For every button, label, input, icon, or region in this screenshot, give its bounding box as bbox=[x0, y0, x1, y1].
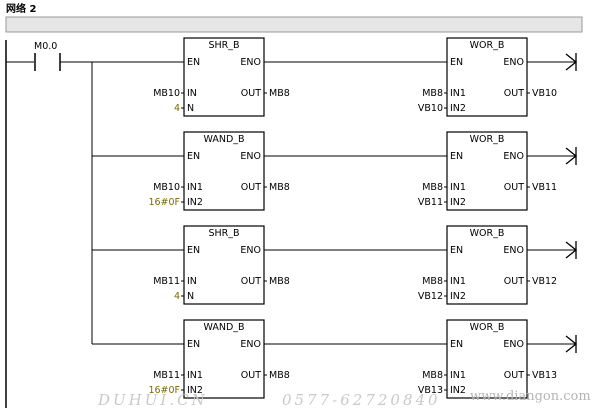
rung1-left-in1-label: IN bbox=[187, 88, 197, 99]
rung1-right-in2-operand: VB10 bbox=[418, 103, 443, 114]
rung2-left-out-operand: MB8 bbox=[269, 182, 290, 193]
rung2-right-in1-label: IN1 bbox=[450, 182, 466, 193]
rung2-right-out-operand: VB11 bbox=[532, 182, 557, 193]
rung2-right-in2-label: IN2 bbox=[450, 197, 466, 208]
rung1-left-instruction-name: SHR_B bbox=[208, 40, 239, 51]
rung4-right-out-label: OUT bbox=[504, 370, 524, 381]
rung2-left-en-label: EN bbox=[187, 151, 200, 162]
rung4-left-instruction-name: WAND_B bbox=[203, 322, 244, 333]
rung4-right-in2-operand: VB13 bbox=[418, 385, 443, 396]
rung3-right-in1-operand: MB8 bbox=[422, 276, 443, 287]
rung1-right-in1-operand: MB8 bbox=[422, 88, 443, 99]
rung2-left-instruction-name: WAND_B bbox=[203, 134, 244, 145]
rung3-right-in2-operand: VB12 bbox=[418, 291, 443, 302]
rung3-right-instruction-name: WOR_B bbox=[470, 228, 505, 239]
rung2-left-in1-operand: MB10 bbox=[153, 182, 180, 193]
rung4-right-in1-operand: MB8 bbox=[422, 370, 443, 381]
rung3-right-in1-label: IN1 bbox=[450, 276, 466, 287]
rung4-right-in1-label: IN1 bbox=[450, 370, 466, 381]
rung4-left-out-label: OUT bbox=[241, 370, 261, 381]
rung1-right-en-label: EN bbox=[450, 57, 463, 68]
rung3-right-eno-label: ENO bbox=[503, 245, 524, 256]
rung3-left-in1-label: IN bbox=[187, 276, 197, 287]
rung2-right-eno-label: ENO bbox=[503, 151, 524, 162]
rung3-left-eno-label: ENO bbox=[240, 245, 261, 256]
watermark-left: DUHUI.CN bbox=[97, 391, 208, 408]
rung4-left-eno-label: ENO bbox=[240, 339, 261, 350]
rung1-right-out-operand: VB10 bbox=[532, 88, 557, 99]
rung1-left-out-label: OUT bbox=[241, 88, 261, 99]
rung3-left-en-label: EN bbox=[187, 245, 200, 256]
rung2-right-box-frame bbox=[446, 131, 528, 211]
rung2-right-en-label: EN bbox=[450, 151, 463, 162]
rung4-left-in1-label: IN1 bbox=[187, 370, 203, 381]
rung3-left-in2-label: N bbox=[187, 291, 194, 302]
rung3-right-box-frame bbox=[446, 225, 528, 305]
rung1-left-in1-operand: MB10 bbox=[153, 88, 180, 99]
rung2-left-out-label: OUT bbox=[241, 182, 261, 193]
rung4-right-eno-label: ENO bbox=[503, 339, 524, 350]
rung2-right-in1-operand: MB8 bbox=[422, 182, 443, 193]
rung1-left-in2-label: N bbox=[187, 103, 194, 114]
rung2-right-in2-operand: VB11 bbox=[418, 197, 443, 208]
rung1-left-out-operand: MB8 bbox=[269, 88, 290, 99]
rung2-right-out-label: OUT bbox=[504, 182, 524, 193]
rung4-left-en-label: EN bbox=[187, 339, 200, 350]
rung2-left-box-frame bbox=[183, 131, 265, 211]
rung1-left-eno-label: ENO bbox=[240, 57, 261, 68]
rung3-left-in2-operand: 4 bbox=[174, 291, 180, 302]
rung4-right-in2-label: IN2 bbox=[450, 385, 466, 396]
rung4-right-en-label: EN bbox=[450, 339, 463, 350]
rung2-left-eno-label: ENO bbox=[240, 151, 261, 162]
rung3-left-box-frame bbox=[183, 225, 265, 305]
watermark-site: www.diangon.com bbox=[470, 389, 591, 404]
network-title: 网络 2 bbox=[6, 2, 36, 15]
rung3-left-in1-operand: MB11 bbox=[153, 276, 180, 287]
rung1-right-in2-label: IN2 bbox=[450, 103, 466, 114]
rung2-left-in2-operand: 16#0F bbox=[148, 197, 180, 208]
rung4-left-in2-label: IN2 bbox=[187, 385, 203, 396]
contact-address: M0.0 bbox=[34, 41, 57, 52]
watermark-phone: 0577-62720840 bbox=[282, 391, 441, 408]
rung1-left-en-label: EN bbox=[187, 57, 200, 68]
rung3-left-out-label: OUT bbox=[241, 276, 261, 287]
rung3-right-out-operand: VB12 bbox=[532, 276, 557, 287]
rung3-right-out-label: OUT bbox=[504, 276, 524, 287]
rung2-left-in2-label: IN2 bbox=[187, 197, 203, 208]
rung4-left-in2-operand: 16#0F bbox=[148, 385, 180, 396]
rung2-right-instruction-name: WOR_B bbox=[470, 134, 505, 145]
rung4-left-out-operand: MB8 bbox=[269, 370, 290, 381]
rung3-left-instruction-name: SHR_B bbox=[208, 228, 239, 239]
network-comment-bar[interactable] bbox=[5, 16, 583, 33]
rung3-left-instruction-box[interactable]: SHR_B EN ENO IN N OUT bbox=[181, 225, 267, 305]
rung1-right-instruction-name: WOR_B bbox=[470, 40, 505, 51]
rung1-right-in1-label: IN1 bbox=[450, 88, 466, 99]
rung1-right-box-frame bbox=[446, 37, 528, 117]
rung3-left-out-operand: MB8 bbox=[269, 276, 290, 287]
rung3-right-in2-label: IN2 bbox=[450, 291, 466, 302]
rung3-right-en-label: EN bbox=[450, 245, 463, 256]
rung1-left-in2-operand: 4 bbox=[174, 103, 180, 114]
rung4-right-instruction-name: WOR_B bbox=[470, 322, 505, 333]
rung2-left-in1-label: IN1 bbox=[187, 182, 203, 193]
rung1-right-out-label: OUT bbox=[504, 88, 524, 99]
rung4-left-box-frame bbox=[183, 319, 265, 399]
rung4-right-box-frame bbox=[446, 319, 528, 399]
rung4-left-in1-operand: MB11 bbox=[153, 370, 180, 381]
rung4-right-out-operand: VB13 bbox=[532, 370, 557, 381]
rung1-left-instruction-box[interactable]: SHR_B EN ENO IN N OUT bbox=[181, 37, 267, 117]
rung1-right-eno-label: ENO bbox=[503, 57, 524, 68]
rung1-left-box-frame bbox=[183, 37, 265, 117]
